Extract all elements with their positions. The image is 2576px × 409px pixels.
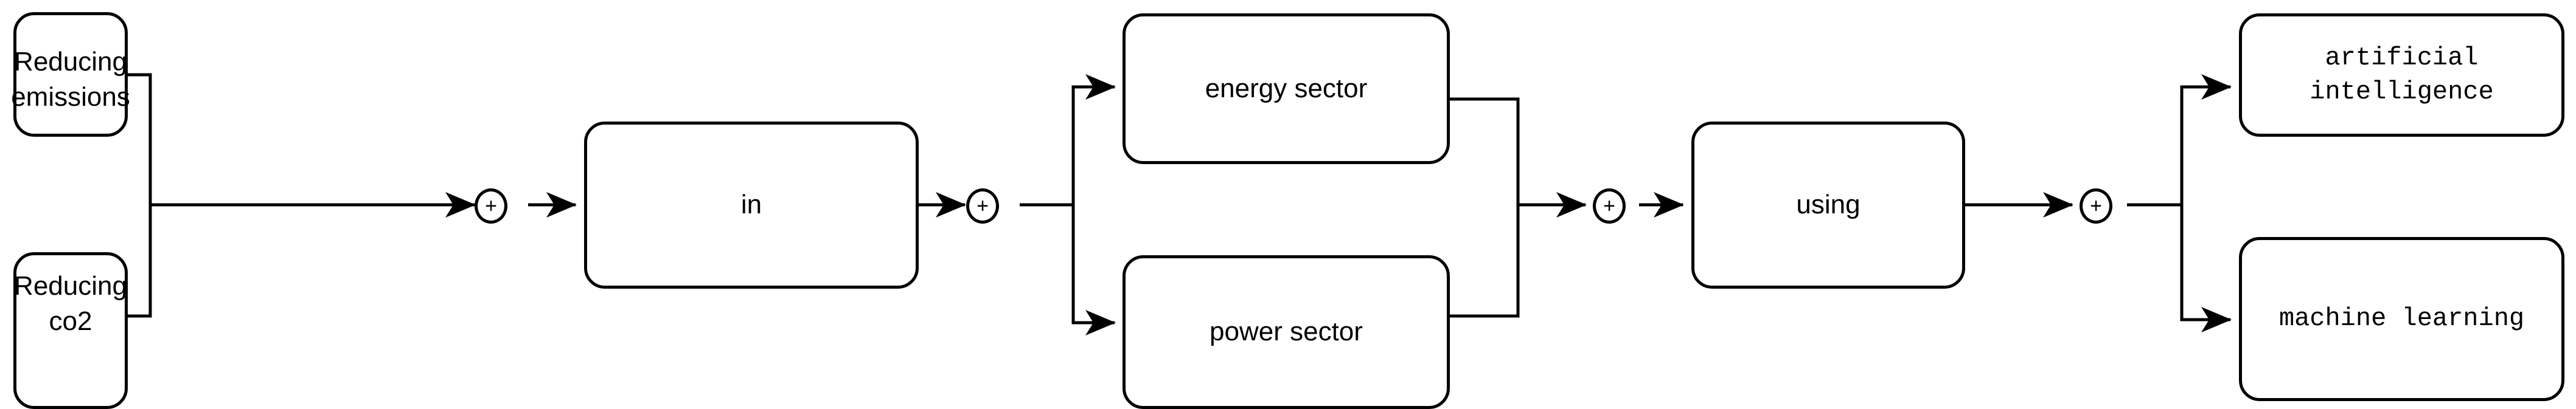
node-artificial-intelligence[interactable]: artificial intelligence xyxy=(2239,13,2564,137)
node-label: Reducing emissions xyxy=(11,47,130,112)
node-reducing-co2[interactable]: Reducing co2 xyxy=(13,252,128,409)
junction-label: + xyxy=(1603,194,1615,218)
edge-junction4-to-machine-learning xyxy=(2180,205,2232,333)
node-machine-learning[interactable]: machine learning xyxy=(2239,237,2564,401)
node-energy-sector[interactable]: energy sector xyxy=(1123,13,1450,164)
junction-label: + xyxy=(2090,194,2102,218)
edge-junction2-to-energy-sector xyxy=(1071,74,1116,205)
node-label: Reducing co2 xyxy=(14,270,127,336)
junction-label: + xyxy=(485,194,497,218)
junction-label: + xyxy=(976,194,989,218)
edge-energy-sector-to-junction3 xyxy=(1450,97,1520,205)
edge-power-sector-to-junction3 xyxy=(1450,205,1520,318)
node-label: in xyxy=(740,190,762,220)
junction-plus-3[interactable]: + xyxy=(1593,188,1626,224)
node-in[interactable]: in xyxy=(584,122,919,289)
node-using[interactable]: using xyxy=(1691,122,1965,289)
node-label: power sector xyxy=(1210,317,1363,347)
junction-plus-4[interactable]: + xyxy=(2080,188,2112,224)
edge-junction4-to-artificial-intelligence xyxy=(2180,74,2232,205)
edge-reducing-emissions-to-junction1 xyxy=(128,73,152,205)
junction-plus-1[interactable]: + xyxy=(475,188,507,224)
node-power-sector[interactable]: power sector xyxy=(1123,255,1450,409)
junction-plus-2[interactable]: + xyxy=(966,188,999,224)
node-label: artificial intelligence xyxy=(2310,43,2494,106)
node-label: energy sector xyxy=(1205,73,1368,103)
node-label: using xyxy=(1796,190,1861,220)
node-reducing-emissions[interactable]: Reducing emissions xyxy=(11,12,130,137)
edge-reducing-co2-to-junction1 xyxy=(128,205,152,318)
edge-junction2-to-power-sector xyxy=(1071,205,1116,336)
node-label: machine learning xyxy=(2278,304,2525,334)
